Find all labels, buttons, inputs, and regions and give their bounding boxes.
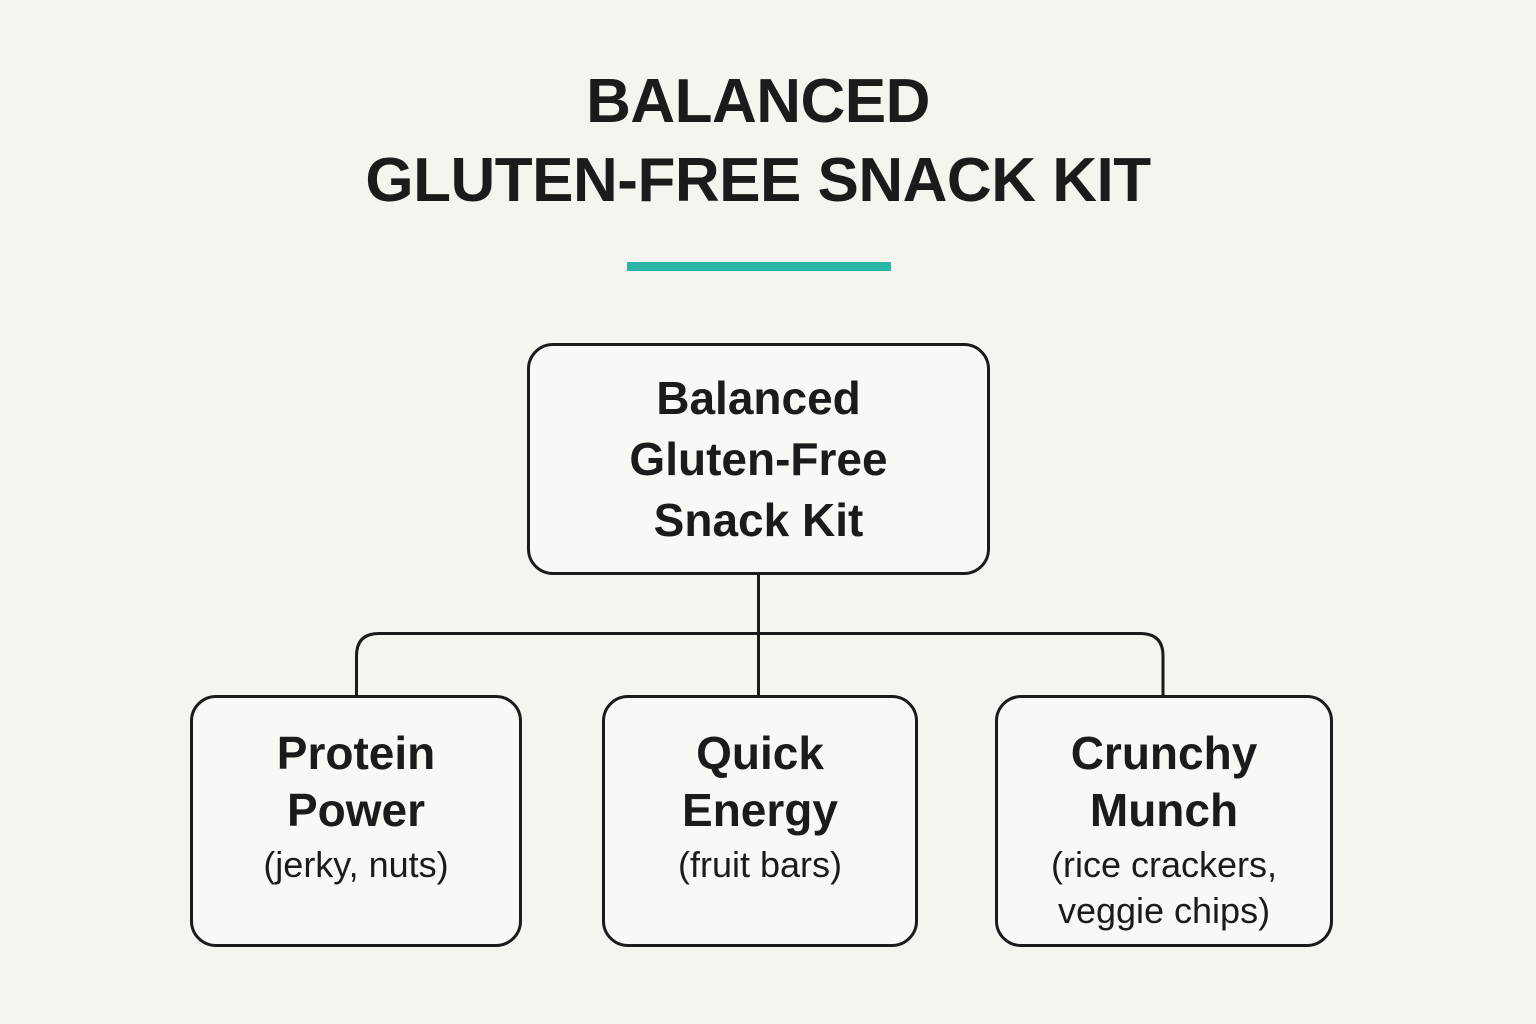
child-node-protein-power: Protein Power (jerky, nuts) — [190, 695, 522, 947]
title-divider — [627, 262, 891, 271]
child-node-subtitle: (rice crackers, veggie chips) — [1050, 844, 1278, 931]
child-node-crunchy-munch: Crunchy Munch (rice crackers, veggie chi… — [995, 695, 1333, 947]
child-node-subtitle: (fruit bars) — [677, 844, 843, 885]
root-node-label: Balanced Gluten-Free Snack Kit — [629, 371, 888, 546]
root-node: Balanced Gluten-Free Snack Kit — [527, 343, 990, 575]
child-node-quick-energy: Quick Energy (fruit bars) — [602, 695, 918, 947]
child-node-subtitle: (jerky, nuts) — [263, 844, 449, 885]
child-node-title: Quick Energy — [682, 727, 838, 836]
child-node-title: Protein Power — [276, 727, 436, 836]
connector-branch-line — [355, 632, 1165, 697]
child-node-title: Crunchy Munch — [1070, 727, 1258, 836]
page-title: BALANCED GLUTEN-FREE SNACK KIT — [365, 67, 1151, 215]
